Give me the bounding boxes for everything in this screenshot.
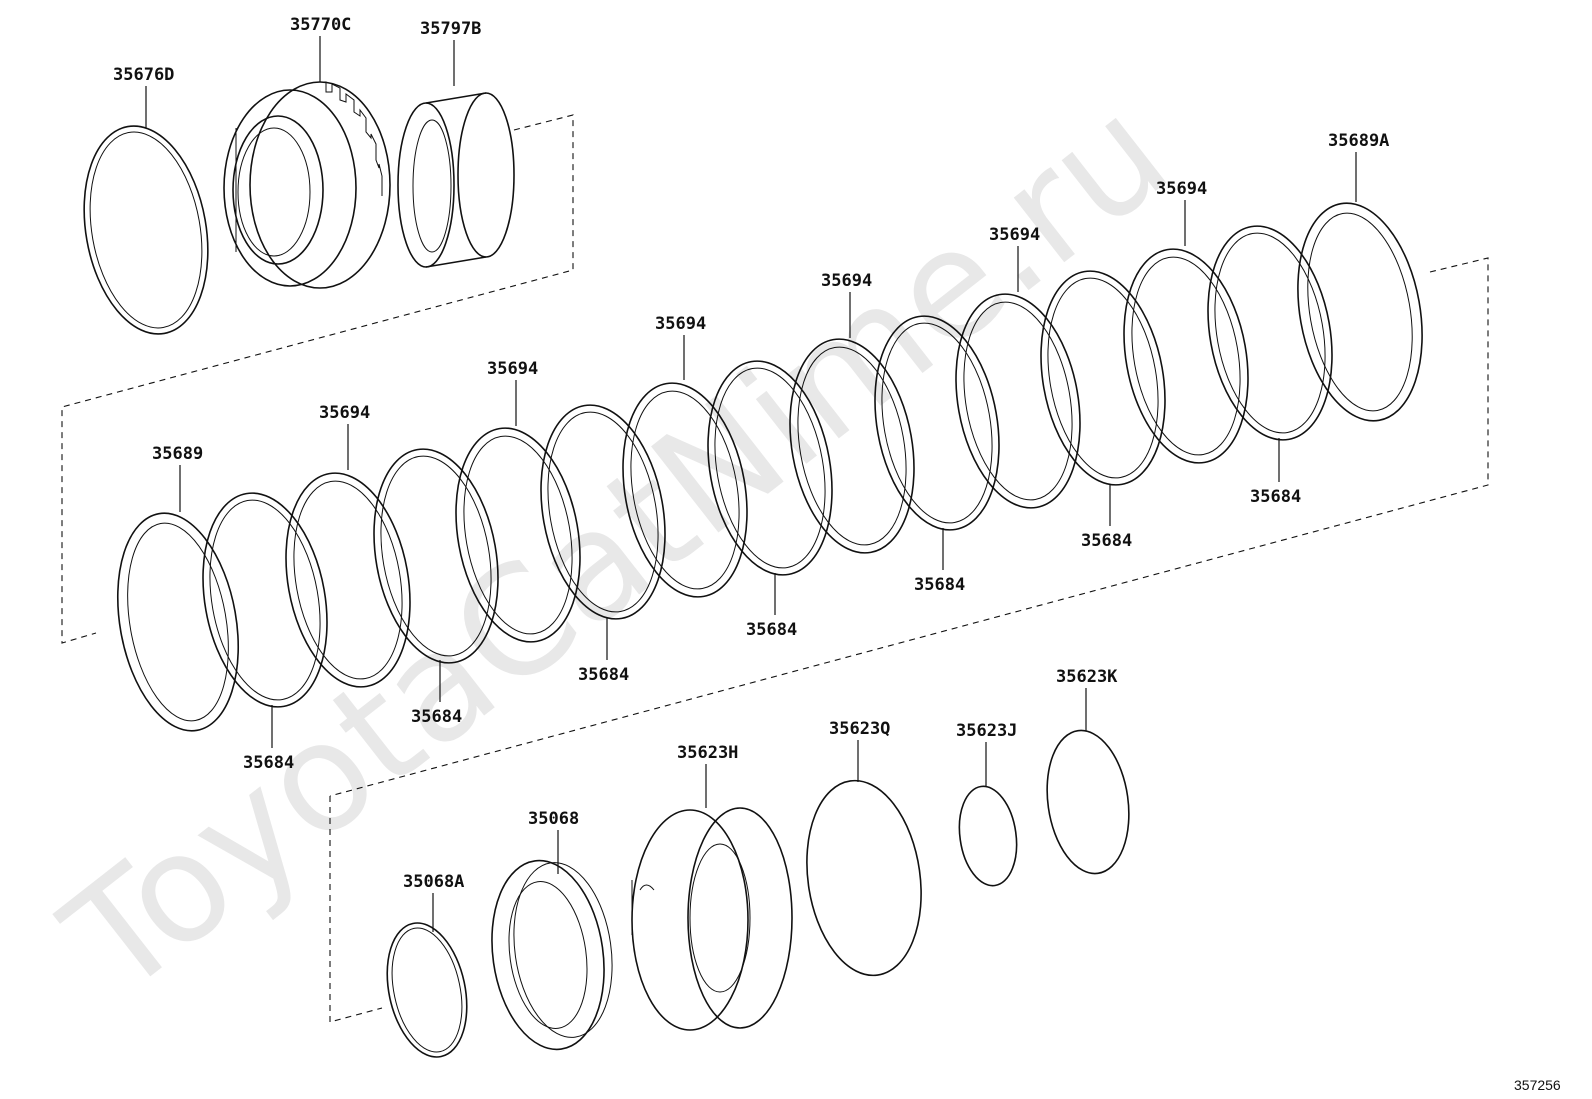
label-35623q: 35623Q — [829, 719, 890, 739]
disc-35694 — [1123, 248, 1249, 464]
label-35623j: 35623J — [956, 721, 1017, 741]
bottom-group-outline — [329, 796, 383, 1023]
watermark: ToyotaCatNime.ru — [34, 65, 1199, 1029]
label-35694: 35694 — [1156, 179, 1207, 199]
label-35694: 35694 — [989, 225, 1040, 245]
clutch-pack — [116, 202, 1423, 732]
middle-leaders — [179, 152, 1357, 748]
o-ring-35623j — [958, 785, 1018, 887]
label-35684: 35684 — [411, 707, 462, 727]
snap-ring-top — [83, 125, 209, 335]
o-ring-35623k — [1046, 729, 1130, 875]
label-35797b: 35797B — [420, 19, 481, 39]
label-35684: 35684 — [914, 575, 965, 595]
snap-ring-bottom — [386, 922, 468, 1058]
label-35068: 35068 — [528, 809, 579, 829]
plate-35689 — [116, 512, 240, 732]
label-35694: 35694 — [319, 403, 370, 423]
reference-code: 357256 — [1514, 1077, 1561, 1093]
disc-35694 — [455, 427, 581, 643]
label-35068a: 35068A — [403, 872, 464, 892]
label-35694: 35694 — [821, 271, 872, 291]
bearing — [397, 92, 515, 268]
label-35684: 35684 — [1250, 487, 1301, 507]
clutch-hub — [223, 81, 391, 289]
label-35623k: 35623K — [1056, 667, 1118, 687]
label-35684: 35684 — [746, 620, 797, 640]
plate-35684 — [540, 404, 666, 620]
label-35684: 35684 — [1081, 531, 1132, 551]
plate-35684 — [707, 360, 833, 576]
plate-35684 — [202, 492, 328, 708]
disc-35694 — [789, 338, 915, 554]
label-35770c: 35770C — [290, 15, 351, 35]
label-35676d: 35676D — [113, 65, 174, 85]
label-35684: 35684 — [578, 665, 629, 685]
label-35689: 35689 — [152, 444, 203, 464]
plate-35684 — [1040, 270, 1166, 486]
return-spring — [491, 859, 613, 1051]
plate-35689a — [1297, 202, 1423, 422]
disc-35694 — [955, 293, 1081, 509]
label-35694: 35694 — [487, 359, 538, 379]
plate-35684 — [373, 448, 499, 664]
plate-35684 — [874, 315, 1000, 531]
label-35689a: 35689A — [1328, 131, 1389, 151]
label-35694: 35694 — [655, 314, 706, 334]
plate-35684 — [1207, 225, 1333, 441]
disc-35694 — [622, 382, 748, 598]
piston — [631, 807, 793, 1031]
label-35684: 35684 — [243, 753, 294, 773]
disc-35694 — [285, 472, 411, 688]
label-35623h: 35623H — [677, 743, 738, 763]
o-ring-35623q — [806, 779, 922, 977]
